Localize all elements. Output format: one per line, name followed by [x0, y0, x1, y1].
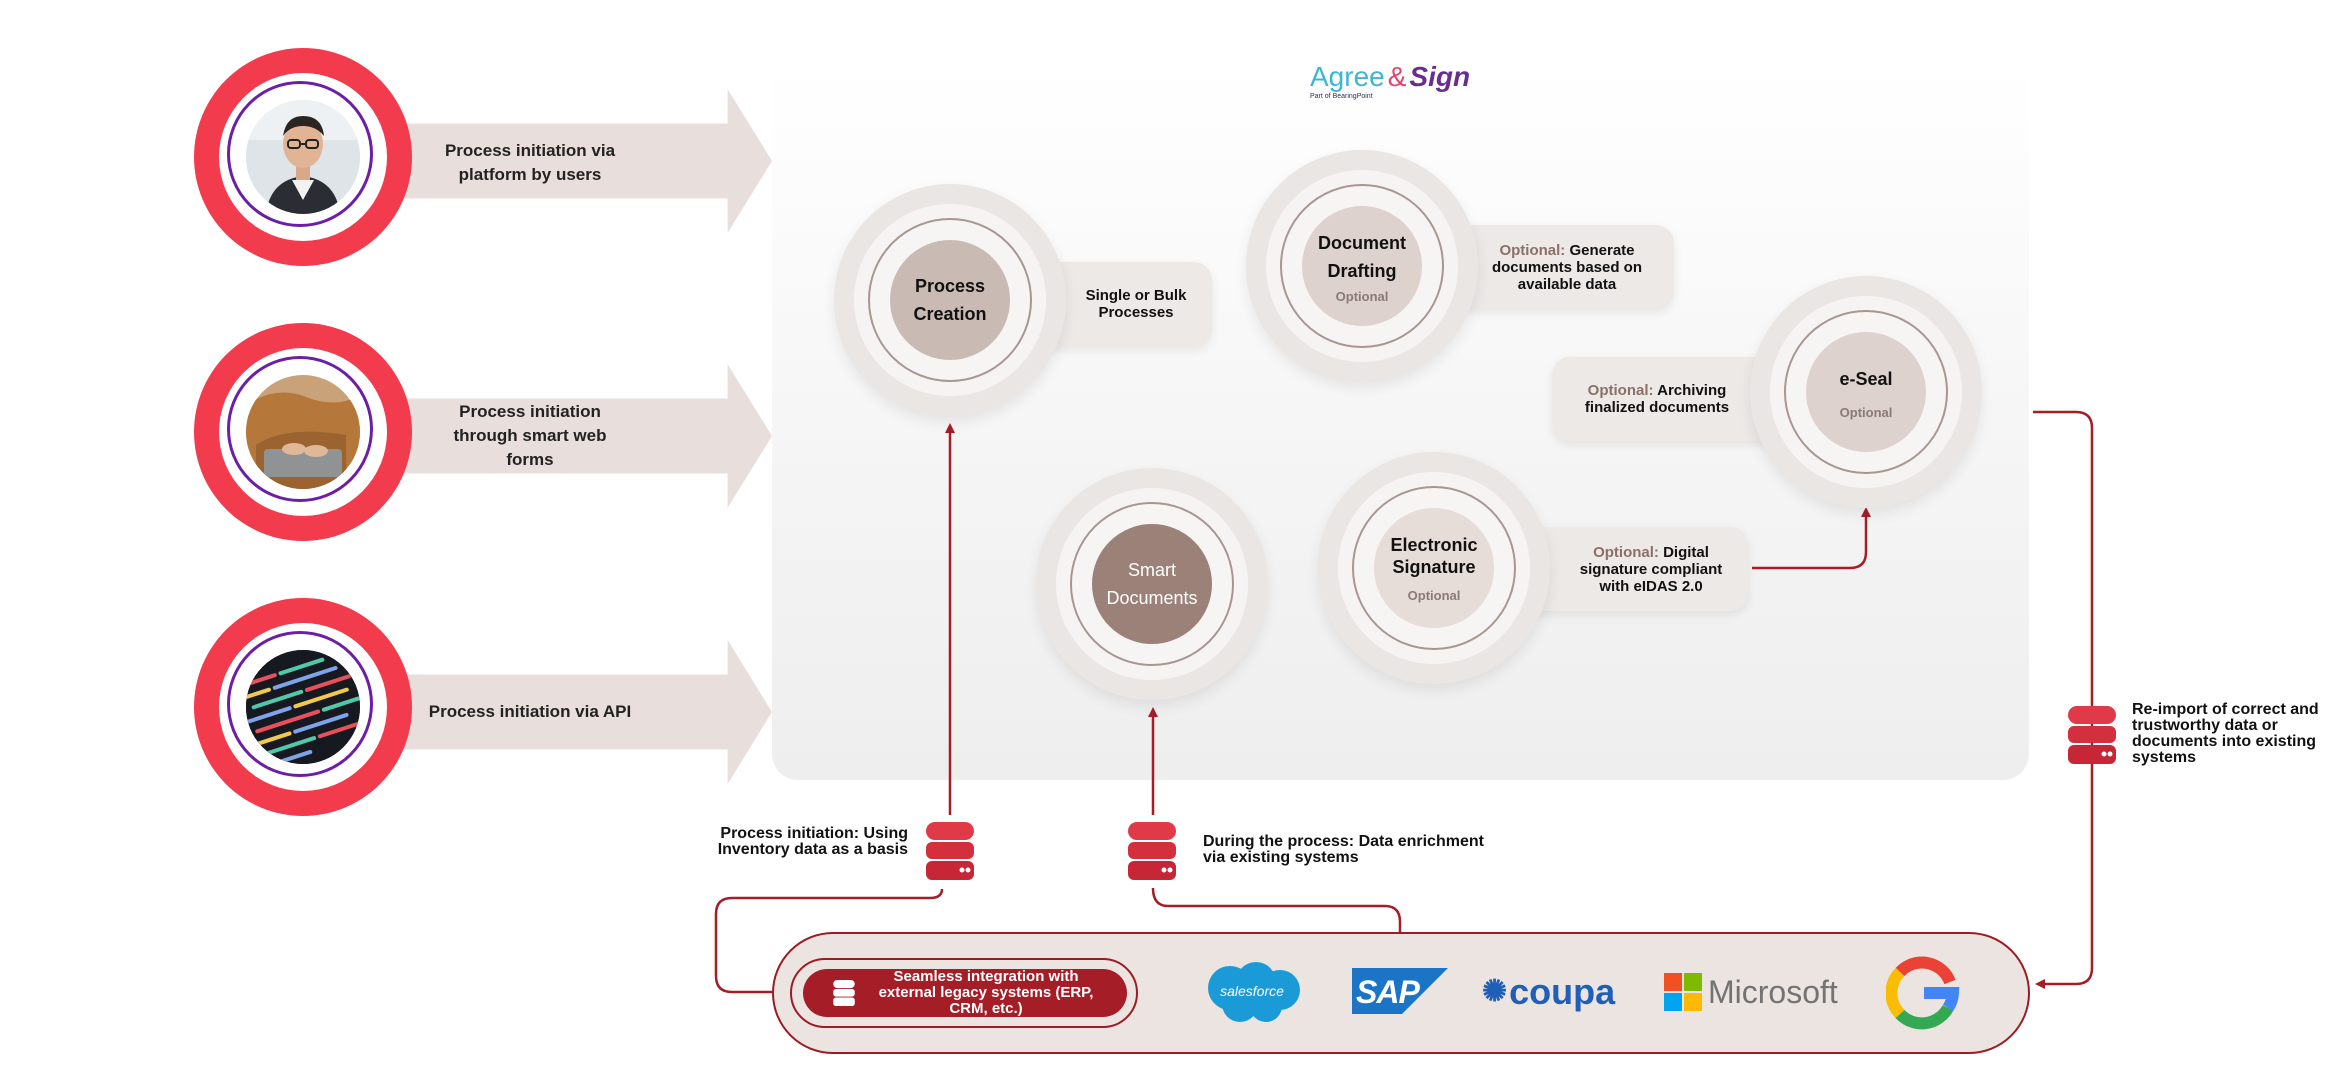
api-avatar-ring	[194, 598, 412, 816]
signature-to-eseal-line	[1752, 507, 1871, 570]
logo-amp: &	[1387, 61, 1407, 92]
enrichment-label: During the process: Data enrichment via …	[1203, 833, 1484, 866]
business-person-photo	[246, 100, 360, 214]
eseal-sub: Optional	[1839, 404, 1893, 420]
agree-sign-logo: Agree&Sign Part of BearingPoint	[1310, 62, 1470, 110]
coupa-sun-icon: ✺	[1482, 975, 1508, 1008]
initiation-label-api: Process initiation via API	[428, 702, 632, 721]
logo-tagline: Part of BearingPoint	[1310, 93, 1373, 100]
microsoft-windows-icon	[1664, 973, 1702, 1011]
eseal-title: e-Seal	[1839, 368, 1893, 389]
inventory-label: Process initiation: Using Inventory data…	[717, 825, 908, 858]
logo-agree: Agree	[1310, 61, 1385, 92]
digital-signature-text: Optional: Digital signature compliant wi…	[1566, 544, 1736, 595]
reimport-label: Re-import of correct and trustworthy dat…	[2132, 701, 2319, 766]
archiving-optional-prefix: Optional:	[1587, 382, 1654, 399]
drafting-text: Optional: Generate documents based on av…	[1477, 242, 1657, 293]
smart-documents-node: Smart Documents	[1036, 468, 1268, 700]
single-bulk-text: Single or Bulk Processes	[1085, 287, 1187, 321]
sap-text: SAP	[1356, 974, 1420, 1010]
code-screen-photo	[246, 650, 360, 764]
google-logo: G	[1885, 956, 1960, 1030]
initiation-label-webforms: Process initiation through smart web for…	[453, 402, 607, 469]
process-creation-title: Process Creation	[913, 276, 987, 324]
microsoft-logo: Microsoft	[1664, 972, 1844, 1012]
database-icon-white	[833, 980, 855, 1006]
integration-badge: Seamless integration with external legac…	[803, 969, 1127, 1017]
reimport-line	[2033, 410, 2094, 989]
initiation-label-platform: Process initiation via platform by users	[444, 141, 616, 184]
electronic-signature-title: Electronic Signature	[1390, 534, 1478, 577]
database-icon-reimport	[2068, 706, 2116, 764]
archiving-text: Optional: Archiving finalized documents	[1572, 382, 1742, 416]
document-drafting-node: Document Drafting Optional	[1246, 150, 1478, 382]
database-icon-inventory	[926, 822, 974, 880]
archiving-description: Archiving finalized documents	[1584, 382, 1730, 416]
logo-sign: Sign	[1409, 61, 1471, 92]
document-drafting-title: Document Drafting	[1317, 232, 1406, 281]
webforms-avatar-ring	[194, 323, 412, 541]
process-creation-node: Process Creation	[834, 184, 1066, 416]
salesforce-text: salesforce	[1220, 983, 1284, 999]
integration-badge-border	[790, 958, 1138, 1028]
user-avatar-ring	[194, 48, 412, 266]
enrichment-return-line	[1151, 887, 1402, 932]
coupa-text: coupa	[1509, 971, 1616, 1012]
electronic-signature-sub: Optional	[1407, 587, 1461, 603]
sap-logo: SAP	[1352, 968, 1448, 1014]
eseal-node: e-Seal Optional	[1750, 276, 1982, 508]
coupa-logo: ✺ coupa	[1482, 970, 1626, 1014]
inventory-return-line	[714, 888, 944, 994]
database-icon-enrichment	[1128, 822, 1176, 880]
drafting-optional-prefix: Optional:	[1499, 241, 1566, 259]
digital-description: Digital signature compliant with eIDAS 2…	[1579, 543, 1723, 595]
microsoft-text: Microsoft	[1708, 973, 1838, 1010]
smart-documents-title: Smart Documents	[1106, 560, 1198, 608]
digital-optional-prefix: Optional:	[1593, 543, 1659, 561]
document-drafting-sub: Optional	[1335, 288, 1389, 304]
drafting-description: Generate documents based on available da…	[1491, 241, 1643, 293]
integration-label: Seamless integration with external legac…	[878, 968, 1094, 1017]
electronic-signature-node: Electronic Signature Optional	[1318, 452, 1550, 684]
salesforce-logo: salesforce	[1200, 958, 1304, 1028]
laptop-user-photo	[246, 375, 360, 489]
